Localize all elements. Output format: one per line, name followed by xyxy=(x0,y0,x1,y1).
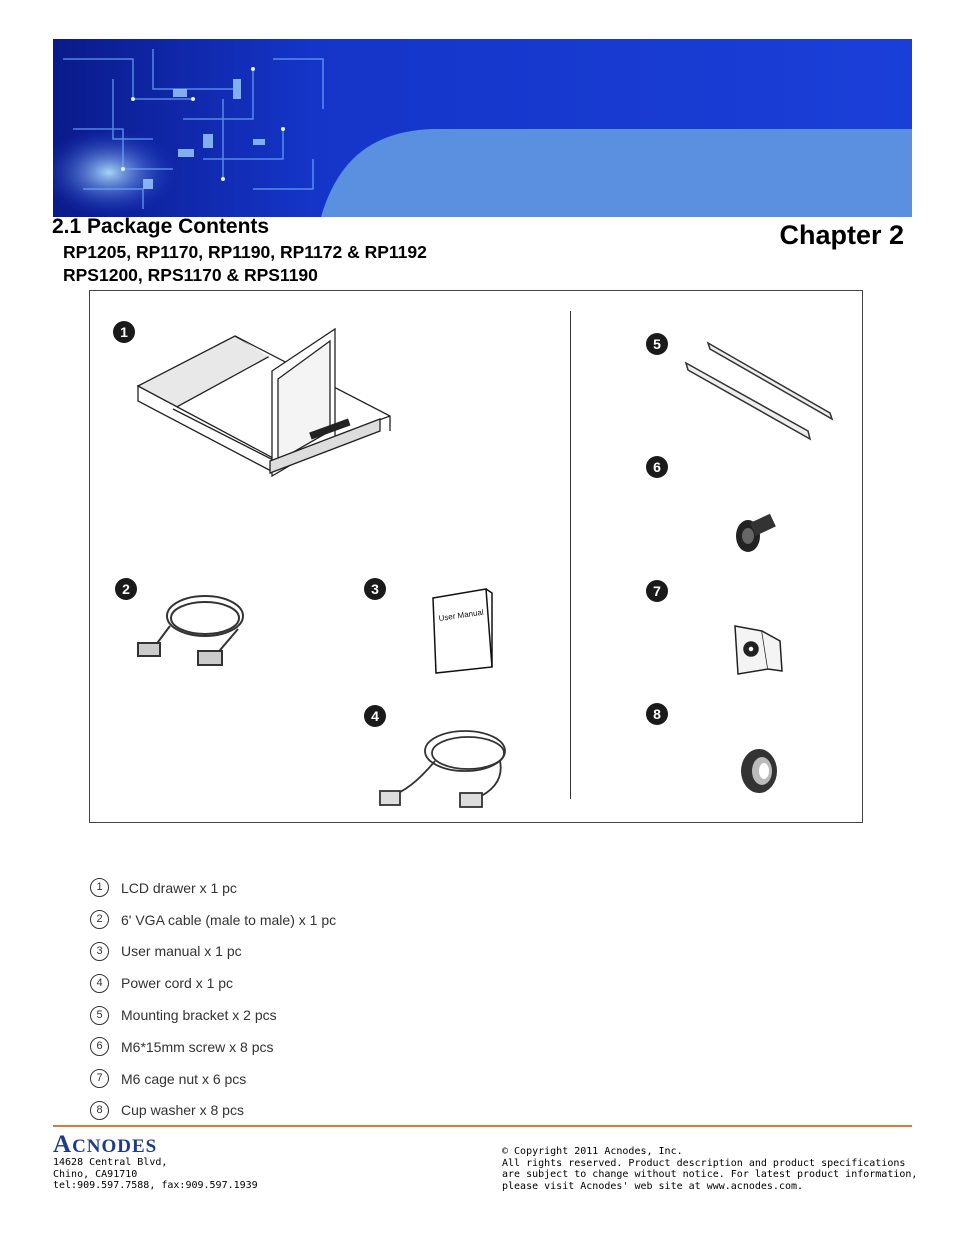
chapter-title: Chapter 2 xyxy=(779,220,904,250)
item-badge-2: 2 xyxy=(115,578,137,600)
screw-drawing xyxy=(736,513,776,552)
item-badge-8: 8 xyxy=(646,703,668,725)
item-badge-5: 5 xyxy=(646,333,668,355)
item-text: Mounting bracket x 2 pcs xyxy=(121,1007,277,1024)
cup-washer-drawing xyxy=(741,749,777,793)
item-number: 4 xyxy=(90,973,109,993)
company-address: 14628 Central Blvd, Chino, CA91710 tel:9… xyxy=(53,1157,258,1192)
address-line-2: Chino, CA91710 xyxy=(53,1168,138,1180)
item-text: Cup washer x 8 pcs xyxy=(121,1102,244,1119)
package-items-illustration: User Manual xyxy=(136,327,834,808)
model-list-line-1: RP1205, RP1170, RP1190, RP1172 & RP1192 xyxy=(63,242,427,262)
list-item: 1 LCD drawer x 1 pc xyxy=(90,872,336,904)
figure-divider xyxy=(570,311,571,799)
item-text: M6 cage nut x 6 pcs xyxy=(121,1070,247,1087)
package-contents-figure: User Manual xyxy=(89,290,863,823)
list-item: 5 Mounting bracket x 2 pcs xyxy=(90,999,336,1031)
mounting-bracket-drawing xyxy=(684,341,834,441)
model-list-line-2: RPS1200, RPS1170 & RPS1190 xyxy=(63,265,318,285)
list-item: 3 User manual x 1 pc xyxy=(90,936,336,968)
power-cord-drawing xyxy=(379,730,506,808)
address-line-3: tel:909.597.7588, fax:909.597.1939 xyxy=(53,1180,258,1191)
list-item: 4 Power cord x 1 pc xyxy=(90,967,336,999)
list-item: 2 6' VGA cable (male to male) x 1 pc xyxy=(90,904,336,936)
footer-rule xyxy=(53,1125,912,1127)
item-number: 5 xyxy=(90,1005,109,1025)
list-item: 6 M6*15mm screw x 8 pcs xyxy=(90,1031,336,1063)
cage-nut-drawing xyxy=(734,625,783,675)
lcd-drawer-drawing xyxy=(136,327,391,478)
circuit-board-banner-image xyxy=(53,39,912,217)
item-badge-4: 4 xyxy=(364,705,386,727)
item-text: User manual x 1 pc xyxy=(121,943,242,960)
user-manual-drawing: User Manual xyxy=(432,588,493,674)
acnodes-logo: ACNODES xyxy=(53,1131,157,1159)
logo-rest: CNODES xyxy=(72,1136,158,1157)
item-badge-3: 3 xyxy=(364,578,386,600)
item-number: 1 xyxy=(90,878,109,898)
copyright-line-3: are subject to change without notice. Fo… xyxy=(502,1169,918,1180)
item-badge-7: 7 xyxy=(646,580,668,602)
package-contents-list: 1 LCD drawer x 1 pc 2 6' VGA cable (male t… xyxy=(90,872,336,1126)
vga-cable-drawing xyxy=(137,595,244,666)
header-banner xyxy=(53,39,912,217)
item-number: 3 xyxy=(90,941,109,961)
address-line-1: 14628 Central Blvd, xyxy=(53,1157,168,1168)
copyright-line-2: All rights reserved. Product description… xyxy=(502,1157,906,1169)
list-item: 8 Cup washer x 8 pcs xyxy=(90,1095,336,1127)
list-item: 7 M6 cage nut x 6 pcs xyxy=(90,1063,336,1095)
item-text: M6*15mm screw x 8 pcs xyxy=(121,1038,274,1055)
copyright-line-4: please visit Acnodes' web site at www.ac… xyxy=(502,1180,804,1192)
item-badge-6: 6 xyxy=(646,456,668,478)
item-number: 2 xyxy=(90,910,109,930)
item-text: 6' VGA cable (male to male) x 1 pc xyxy=(121,911,337,928)
item-text: LCD drawer x 1 pc xyxy=(121,879,237,896)
item-badge-1: 1 xyxy=(113,321,135,343)
copyright-line-1: © Copyright 2011 Acnodes, Inc. xyxy=(502,1146,683,1157)
copyright-notice: © Copyright 2011 Acnodes, Inc. All right… xyxy=(502,1146,917,1192)
item-number: 8 xyxy=(90,1100,109,1120)
item-number: 6 xyxy=(90,1037,109,1057)
item-text: Power cord x 1 pc xyxy=(121,975,234,992)
logo-initial: A xyxy=(53,1131,73,1158)
item-number: 7 xyxy=(90,1069,109,1089)
section-title: 2.1 Package Contents xyxy=(52,215,270,238)
